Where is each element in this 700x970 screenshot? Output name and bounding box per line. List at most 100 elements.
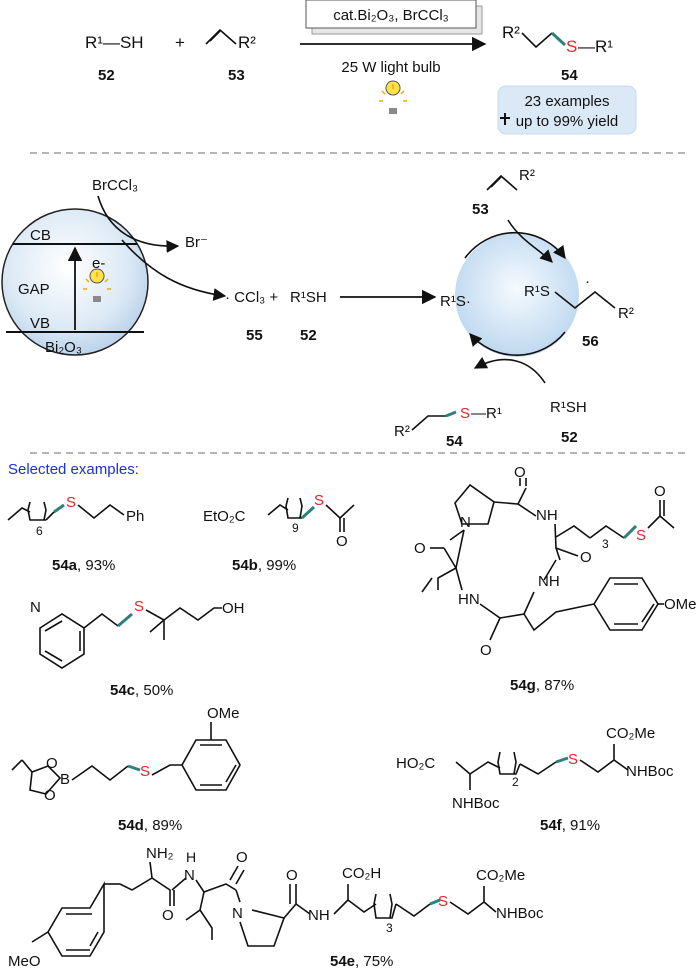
54d-methoxy: OMe <box>207 705 240 722</box>
ccl3-number: 55 <box>246 327 263 344</box>
54a-sulfur: S <box>66 494 76 511</box>
example-54d: O O B S OMe 54d, 89% <box>11 705 241 834</box>
mech-product-sulfur: S <box>460 405 470 422</box>
example-54g: N O NH 3 S O O NH OMe O HN O 54g, 87% <box>414 464 697 694</box>
electron-label: e- <box>92 255 105 272</box>
54g-nitrogen: N <box>460 514 471 531</box>
54a-subscript: 6 <box>36 524 43 538</box>
radical-arrow <box>121 239 227 301</box>
54g-subscript: 3 <box>602 537 609 551</box>
thiol-label: R¹SH <box>290 289 327 306</box>
54g-sulfur: S <box>636 527 646 544</box>
54g-oxygen-2: O <box>580 549 592 566</box>
product-r2: R² <box>502 23 520 42</box>
top-reaction: R¹—SH 52 + R² 53 cat.Bi₂O₃, BrCCl₃ 25 W … <box>85 0 637 135</box>
catalyst-label: Bi₂O₃ <box>45 339 82 356</box>
light-bulb-icon <box>378 80 408 115</box>
mech-alkene <box>486 174 518 191</box>
54g-hn: HN <box>458 591 480 608</box>
mech-product-r1: —R¹ <box>471 405 502 422</box>
conditions-box-front <box>305 0 477 29</box>
vb-label: VB <box>30 315 50 332</box>
example-54b: EtO₂C S O 9 54b, 99% <box>203 492 355 574</box>
54e-caption: 54e, 75% <box>330 953 393 970</box>
product-release-arrow <box>473 356 546 384</box>
cycle-arrow-bottom <box>469 331 566 356</box>
mech-alkene-r2: R² <box>519 167 535 184</box>
mech-product-r2: R² <box>394 423 410 440</box>
mech-product-number: 54 <box>446 433 463 450</box>
examples-heading: Selected examples: <box>8 461 139 478</box>
54g-nh-2: NH <box>538 573 560 590</box>
54g-methoxy: OMe <box>664 596 697 613</box>
54e-oxygen-1: O <box>162 907 174 924</box>
54g-caption: 54g, 87% <box>510 677 574 694</box>
conditions-bottom: 25 W light bulb <box>341 59 440 76</box>
54d-sulfur: S <box>140 763 150 780</box>
54g-nh-1: NH <box>536 507 558 524</box>
54b-sulfur: S <box>314 492 324 509</box>
alkene-r2: R² <box>238 33 256 52</box>
alkene-number: 53 <box>228 67 245 84</box>
54c-nitrogen: N <box>30 599 41 616</box>
thiol-number-2: 52 <box>561 429 578 446</box>
54e-nh: NH <box>308 907 330 924</box>
54g-oxygen-5: O <box>654 483 666 500</box>
radical-dot: · <box>585 273 590 290</box>
example-54a: S Ph 6 54a, 93% <box>7 494 144 574</box>
54a-caption: 54a, 93% <box>52 557 115 574</box>
54e-subscript: 3 <box>386 921 393 935</box>
54e-proline-n: N <box>232 905 243 922</box>
54e-h: H <box>186 849 196 865</box>
thiol-number: 52 <box>98 67 115 84</box>
electron-transfer-arrow <box>97 195 180 253</box>
bromide-label: Br⁻ <box>185 234 208 251</box>
adduct-number: 56 <box>582 333 599 350</box>
examples-count: 23 examples <box>524 93 609 110</box>
product-number: 54 <box>561 67 578 84</box>
cycle-arrow-top <box>464 231 566 260</box>
54c-hydroxyl: OH <box>222 600 245 617</box>
54e-amine: NH₂ <box>146 845 174 862</box>
54f-sulfur: S <box>568 751 578 768</box>
54f-ester: CO₂Me <box>606 725 655 742</box>
thiol-reagent: R¹—SH <box>85 33 144 52</box>
54b-caption: 54b, 99% <box>232 557 296 574</box>
adduct-r1s: R¹S <box>524 283 550 300</box>
product-structure: R² S —R¹ <box>502 23 613 56</box>
54f-caption: 54f, 91% <box>540 817 600 834</box>
54g-oxygen-3: O <box>414 540 426 557</box>
cb-label: CB <box>30 227 51 244</box>
54d-oxygen-2: O <box>44 787 56 804</box>
54e-ester: CO₂Me <box>476 867 525 884</box>
54b-ester: EtO₂C <box>203 508 246 525</box>
examples-badge <box>497 85 637 135</box>
catalytic-cycle <box>455 233 579 357</box>
mechanism: CB GAP VB e- Bi₂O₃ BrCCl₃ Br⁻ · CCl₃ + 5… <box>1 167 634 450</box>
54e-nhboc: NHBoc <box>496 905 544 922</box>
product-sulfur: S <box>566 37 577 56</box>
product-r1: —R¹ <box>578 37 613 56</box>
54e-acid: CO₂H <box>342 865 381 882</box>
addition-arrow <box>507 219 553 263</box>
plus-sign: + <box>175 33 185 52</box>
thiol-number: 52 <box>300 327 317 344</box>
ccl3-radical: · CCl₃ + <box>225 289 278 306</box>
gap-label: GAP <box>18 281 50 298</box>
54e-oxygen-3: O <box>286 867 298 884</box>
54d-boron: B <box>60 771 70 788</box>
mech-product: R² S —R¹ <box>394 405 502 440</box>
alkene-structure <box>205 28 237 45</box>
54d-oxygen-1: O <box>46 755 58 772</box>
54b-subscript: 9 <box>292 521 299 535</box>
54c-caption: 54c, 50% <box>110 682 173 699</box>
thiol-label-2: R¹SH <box>550 399 587 416</box>
examples-yield: up to 99% yield <box>516 113 619 130</box>
54e-nitrogen: N <box>184 867 195 884</box>
54c-sulfur: S <box>134 598 144 615</box>
mech-alkene-number: 53 <box>472 201 489 218</box>
54e-oxygen-2: O <box>236 849 248 866</box>
54f-nhboc-2: NHBoc <box>626 763 674 780</box>
54g-oxygen-1: O <box>514 464 526 481</box>
